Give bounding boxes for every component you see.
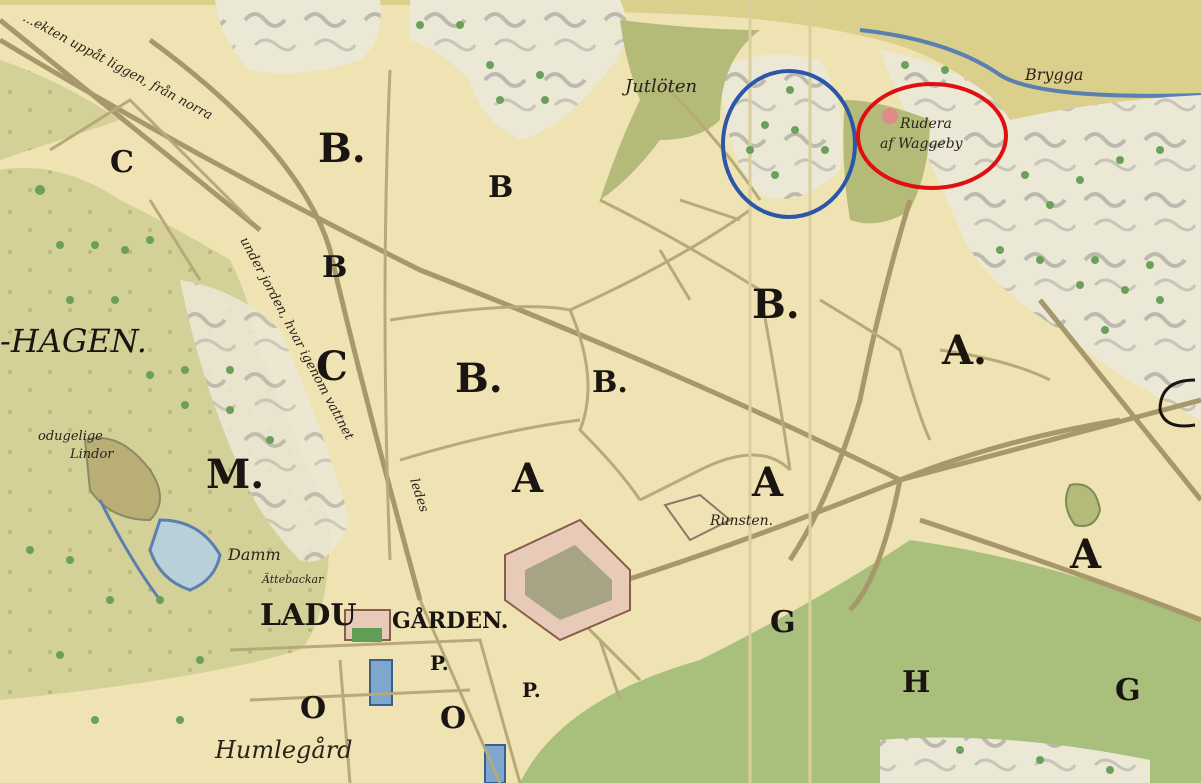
field-label-a-2: A: [511, 455, 544, 502]
water-strip: [0, 0, 1201, 120]
field-label-p-1: P.: [430, 651, 449, 675]
ruin-symbol: [882, 108, 898, 124]
meadow-rudera: [843, 100, 930, 224]
place-brygga: Brygga: [1024, 65, 1083, 84]
place-jutloten: Jutlöten: [621, 76, 697, 97]
place-hagen: -HAGEN.: [0, 322, 147, 360]
field-label-c-top: C: [110, 145, 134, 180]
field-label-a-4: A: [1069, 531, 1102, 578]
field-label-b-3: B: [322, 250, 347, 285]
edge-letter-fragment: [1158, 378, 1196, 428]
manor-buildings: [344, 493, 732, 642]
field-label-group: C B. B B C B. B. B. A. A A A M. G G H P.…: [110, 125, 1141, 736]
shoreline: [859, 28, 1201, 98]
field-label-b-6: B.: [752, 281, 800, 328]
field-label-g-2: G: [1115, 673, 1141, 708]
place-humlegard: Humlegård: [214, 735, 353, 764]
field-label-b-2: B: [488, 170, 513, 205]
place-runsten: Runsten.: [709, 513, 773, 529]
place-ladugarden-1: LADU: [260, 598, 357, 633]
field-label-o-1: O: [300, 691, 326, 726]
field-label-a-1: A.: [941, 327, 987, 374]
field-label-b-1: B.: [318, 125, 366, 172]
place-odugelige-1: odugelige: [38, 429, 103, 444]
field-label-a-3: A: [751, 459, 784, 506]
field-label-c-mid: C: [316, 343, 348, 390]
place-rudera-1: Rudera: [899, 116, 952, 132]
field-boundaries: [49, 69, 1051, 783]
stream: [98, 499, 162, 601]
place-damm: Damm: [227, 545, 281, 564]
meadow-hagen: [0, 168, 330, 700]
field-label-b-5: B.: [592, 365, 628, 400]
forest-hagen: [180, 280, 350, 562]
forest-right: [880, 50, 1201, 420]
field-label-m: M.: [206, 451, 264, 498]
place-attebackar: Ättebackar: [261, 572, 324, 586]
forest-bottom: [880, 737, 1150, 783]
field-label-p-2: P.: [522, 678, 541, 702]
field-label-b-4: B.: [455, 355, 503, 402]
forest-top-left: [215, 0, 381, 74]
field-label-o-2: O: [440, 701, 466, 736]
marker-blue-circle: [721, 69, 857, 219]
marker-red-circle: [856, 82, 1008, 190]
field-label-h: H: [902, 665, 930, 700]
meadow-top-left: [0, 60, 120, 160]
place-rudera-2: af Waggeby: [880, 136, 964, 152]
pasture-south: [520, 540, 1201, 783]
pond-small: [369, 659, 393, 706]
place-ladugarden-2: GÅRDEN.: [392, 607, 508, 634]
pond-small-2: [484, 744, 506, 783]
pond-right: [1065, 483, 1102, 527]
damm-pond: [148, 518, 222, 592]
field-label-g-1: G: [770, 605, 796, 640]
place-odugelige-2: Lindor: [69, 447, 114, 462]
meadow-jutloten: [600, 20, 760, 200]
odugelige-area: [83, 437, 161, 522]
forest-top: [410, 0, 627, 140]
tree-symbols: [26, 21, 1164, 774]
